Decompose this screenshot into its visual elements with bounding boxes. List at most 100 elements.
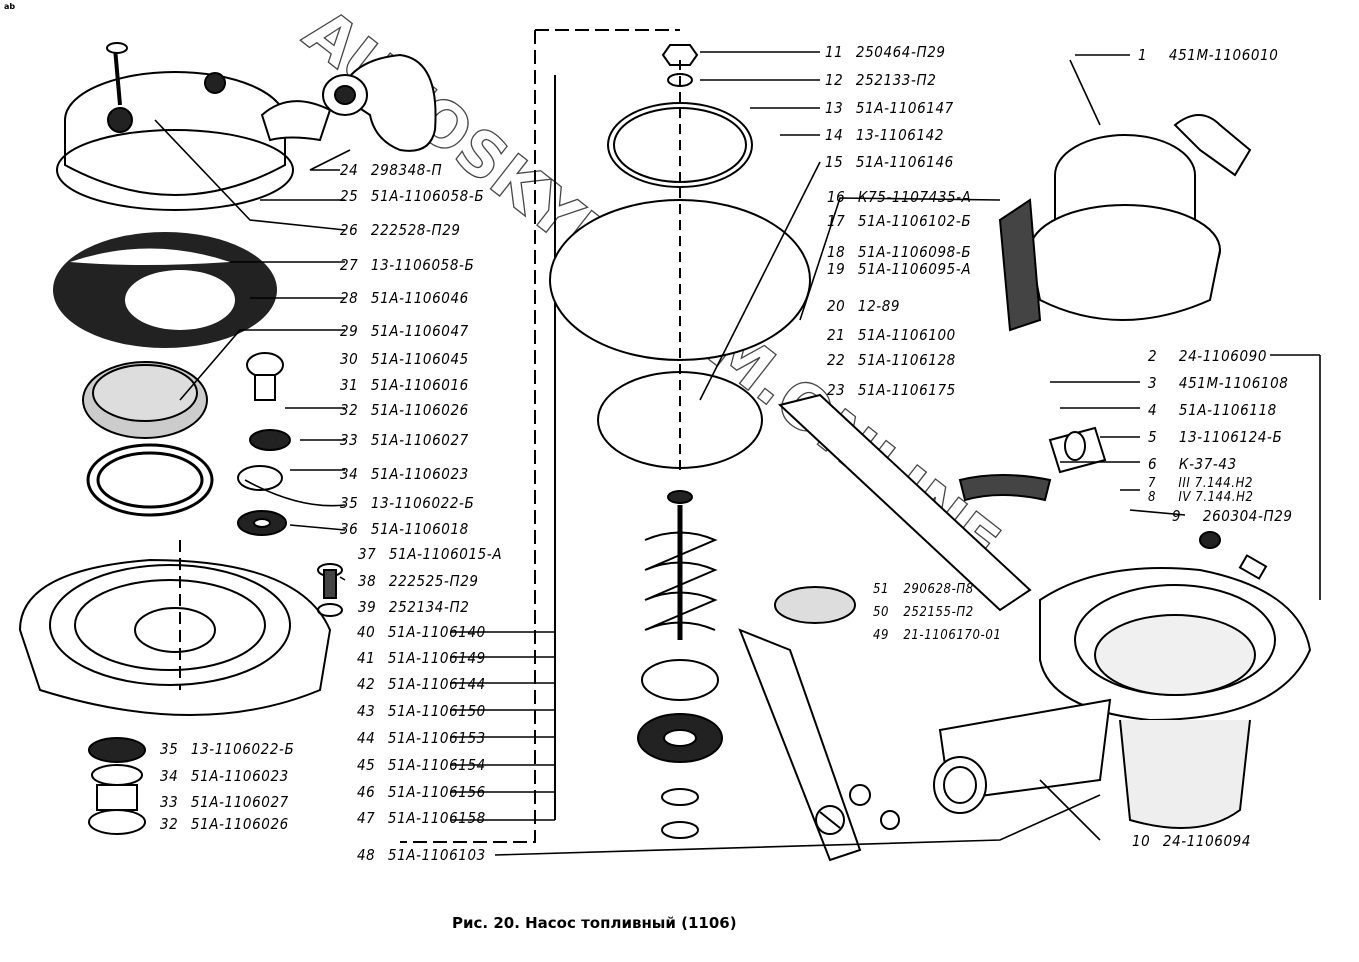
part-label: 36 51A-1106018 [340, 520, 469, 538]
part-code: 51A-1106100 [857, 326, 956, 344]
part-code: 12-89 [857, 297, 901, 315]
part-code: 51A-1106018 [370, 520, 469, 538]
part-label: 2 24-1106090 [1148, 347, 1267, 365]
part-label: 38 222525-П29 [358, 572, 479, 590]
lever-assembly [738, 393, 1107, 862]
part-number: 30 [340, 350, 359, 368]
part-code: 51A-1106046 [370, 289, 469, 307]
part-number: 15 [825, 153, 844, 171]
part-label: 37 51A-1106015-А [358, 545, 502, 563]
part-code: 252155-П2 [903, 605, 974, 620]
part-number: 51 [873, 582, 890, 597]
part-number: 45 [357, 756, 376, 774]
part-label: 6 К-37-43 [1148, 455, 1237, 473]
part-number: 18 [827, 243, 846, 261]
part-code: 24-1106094 [1162, 832, 1252, 850]
part-code: 51A-1106158 [387, 809, 486, 827]
part-label: 47 51A-1106158 [357, 809, 486, 827]
part-number: 3 [1148, 374, 1158, 392]
part-code: 24-1106090 [1178, 347, 1268, 365]
part-number: 1 [1138, 46, 1148, 64]
part-label: 29 51A-1106047 [340, 322, 469, 340]
gasket [53, 232, 277, 348]
part-code: 260304-П29 [1202, 507, 1293, 525]
part-code: К-37-43 [1178, 455, 1237, 473]
part-label: 32 51A-1106026 [340, 401, 469, 419]
part-label: 14 13-1106142 [825, 126, 944, 144]
part-label: 41 51A-1106149 [357, 649, 486, 667]
part-code: 51A-1106015-А [388, 545, 503, 563]
part-code: 51A-1106149 [387, 649, 486, 667]
part-number: 38 [358, 572, 377, 590]
part-code: 252133-П2 [855, 71, 937, 89]
part-number: 26 [340, 221, 359, 239]
part-label: 51 290628-П8 [873, 581, 974, 599]
part-number: 49 [873, 628, 890, 643]
part-code: 51A-1106098-Б [857, 243, 972, 261]
part-label: 21 51A-1106100 [827, 326, 956, 344]
part-number: 23 [827, 381, 846, 399]
part-number: 17 [827, 212, 846, 230]
part-label: 28 51A-1106046 [340, 289, 469, 307]
part-number: 32 [160, 815, 179, 833]
filter-ring [86, 443, 214, 517]
part-label: 13 51A-1106147 [825, 99, 954, 117]
part-code: 13-1106022-Б [190, 740, 295, 758]
part-label: 32 51A-1106026 [160, 815, 289, 833]
part-number: 42 [357, 675, 376, 693]
figure-caption: Рис. 20. Насос топливный (1106) [452, 914, 737, 932]
part-number: 7 [1148, 476, 1157, 491]
part-code: 222528-П29 [370, 221, 461, 239]
part-number: 14 [825, 126, 844, 144]
part-number: 2 [1148, 347, 1158, 365]
part-number: 50 [873, 605, 890, 620]
part-code: 51A-1106154 [387, 756, 486, 774]
part-label: 30 51A-1106045 [340, 350, 469, 368]
part-label: 44 51A-1106153 [357, 729, 486, 747]
part-label: 27 13-1106058-Б [340, 256, 474, 274]
part-number: 39 [358, 598, 377, 616]
part-number: 24 [340, 161, 359, 179]
part-code: III 7.144.Н2 [1178, 476, 1254, 491]
corner-mark: ab [4, 2, 16, 11]
part-code: 51A-1106026 [370, 401, 469, 419]
part-number: 34 [340, 465, 359, 483]
part-code: 51A-1106128 [857, 351, 956, 369]
part-number: 12 [825, 71, 844, 89]
part-label: 23 51A-1106175 [827, 381, 956, 399]
part-code: 451M-1106108 [1178, 374, 1289, 392]
part-number: 32 [340, 401, 359, 419]
pump-base-housing [933, 567, 1312, 829]
part-label: 24 298348-П [340, 161, 442, 179]
part-code: 21-1106170-01 [903, 628, 1002, 643]
part-label: 42 51A-1106144 [357, 675, 486, 693]
part-number: 35 [340, 494, 359, 512]
part-label: 12 252133-П2 [825, 71, 936, 89]
part-label: 39 252134-П2 [358, 598, 469, 616]
part-label: 34 51A-1106023 [160, 767, 289, 785]
part-number: 21 [827, 326, 846, 344]
part-number: 34 [160, 767, 179, 785]
part-number: 33 [340, 431, 359, 449]
part-code: 51A-1106095-А [857, 260, 972, 278]
part-label: 20 12-89 [827, 297, 900, 315]
part-number: 19 [827, 260, 846, 278]
part-code: 51A-1106026 [190, 815, 289, 833]
part-number: 47 [357, 809, 376, 827]
part-label: 19 51A-1106095-А [827, 260, 971, 278]
part-label: 40 51A-1106140 [357, 623, 486, 641]
small-fasteners [815, 531, 1268, 835]
part-number: 20 [827, 297, 846, 315]
part-label: 25 51A-1106058-Б [340, 187, 484, 205]
part-code: 290628-П8 [903, 582, 974, 597]
part-label: 4 51A-1106118 [1148, 401, 1277, 419]
part-number: 48 [357, 846, 376, 864]
part-label: 16 К75-1107435-А [827, 188, 972, 206]
part-label: 31 51A-1106016 [340, 376, 469, 394]
part-number: 10 [1132, 832, 1151, 850]
part-number: 46 [357, 783, 376, 801]
dashed-assembly-frame [400, 30, 536, 843]
part-label: 8 IV 7.144.Н2 [1148, 489, 1254, 507]
part-number: 22 [827, 351, 846, 369]
